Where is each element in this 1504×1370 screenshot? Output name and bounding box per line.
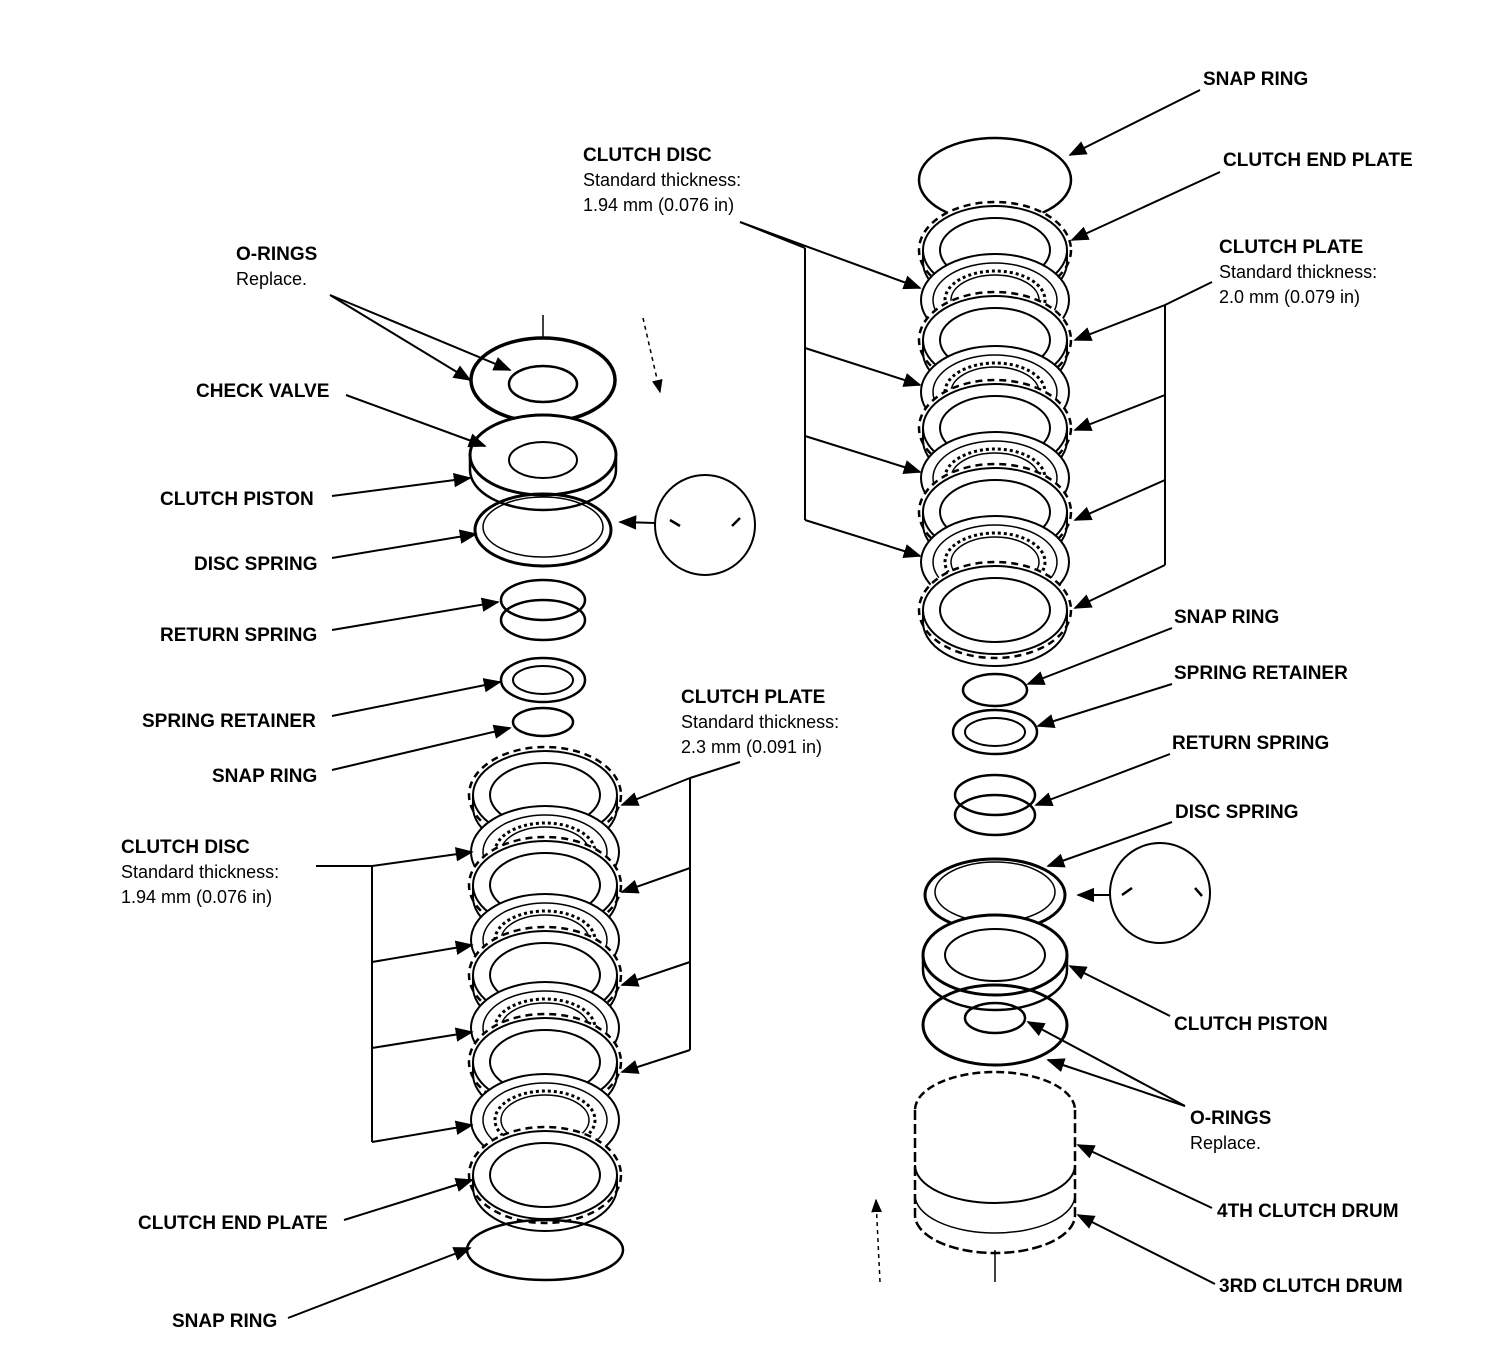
label-left-spring-retainer: SPRING RETAINER (142, 711, 316, 732)
label-right-clutch-plate: CLUTCH PLATE Standard thickness: 2.0 mm … (1219, 237, 1378, 307)
label-right-4th-clutch-drum: 4TH CLUTCH DRUM (1217, 1201, 1399, 1222)
label-right-snap-ring-mid: SNAP RING (1174, 607, 1280, 628)
label-left-snap-ring-upper: SNAP RING (212, 766, 318, 787)
left-o-rings-title: O-RINGS (236, 244, 318, 265)
label-right-snap-ring-top: SNAP RING (1203, 69, 1309, 90)
label-left-clutch-piston: CLUTCH PISTON (160, 489, 314, 510)
right-assembly (739, 89, 1221, 1285)
label-right-spring-retainer: SPRING RETAINER (1174, 663, 1348, 684)
label-right-clutch-piston: CLUTCH PISTON (1174, 1014, 1328, 1035)
left-o-rings-note: Replace. (236, 269, 308, 289)
label-right-clutch-disc: CLUTCH DISC Standard thickness: 1.94 mm … (583, 145, 742, 215)
label-left-check-valve: CHECK VALVE (196, 381, 330, 402)
label-left-snap-ring-lower: SNAP RING (172, 1311, 278, 1332)
label-left-clutch-disc: CLUTCH DISC Standard thickness: 1.94 mm … (121, 837, 280, 907)
label-left-clutch-plate: CLUTCH PLATE Standard thickness: 2.3 mm … (681, 687, 840, 757)
label-left-o-rings: O-RINGS Replace. (236, 242, 317, 292)
label-right-clutch-end-plate: CLUTCH END PLATE (1223, 150, 1413, 171)
label-right-return-spring: RETURN SPRING (1172, 733, 1330, 754)
label-left-clutch-end-plate: CLUTCH END PLATE (138, 1213, 328, 1234)
label-right-o-rings: O-RINGS Replace. (1190, 1108, 1272, 1153)
left-assembly (287, 294, 756, 1319)
label-right-disc-spring: DISC SPRING (1175, 802, 1299, 823)
label-right-3rd-clutch-drum: 3RD CLUTCH DRUM (1219, 1276, 1403, 1297)
label-left-disc-spring: DISC SPRING (194, 554, 318, 575)
label-left-return-spring: RETURN SPRING (160, 625, 318, 646)
